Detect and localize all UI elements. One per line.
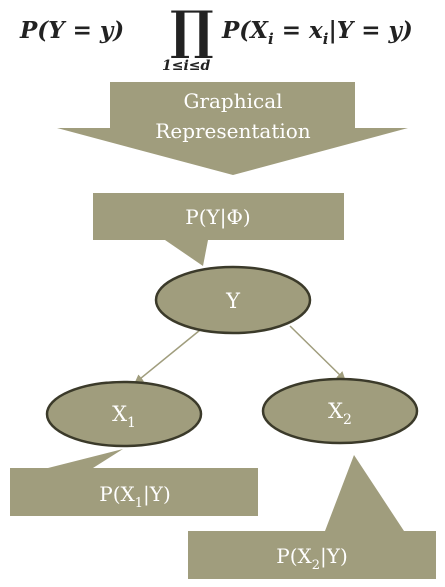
- banner-line-1: Graphical: [183, 89, 282, 113]
- formula-sub-i-2: i: [323, 30, 329, 48]
- joint-probability-formula: P(Y = y) ∏ 1≤i≤d P(Xi = xi|Y = y): [19, 0, 413, 74]
- formula-right: P(Xi = xi|Y = y): [221, 17, 413, 48]
- node-x1-main: X: [112, 402, 127, 426]
- x2-callout-text: P(X2|Y): [276, 544, 348, 573]
- graphical-representation-arrow: [57, 82, 408, 175]
- node-x2-label: X2: [328, 399, 352, 428]
- formula-right-mid: = x: [274, 17, 323, 44]
- formula-left: P(Y = y): [19, 17, 124, 44]
- x1-callout-text: P(X1|Y): [99, 482, 171, 511]
- x2-callout-pre: P(X: [276, 544, 312, 568]
- x1-callout-pre: P(X: [99, 482, 135, 506]
- banner-line-2: Representation: [155, 119, 311, 143]
- prior-callout-text: P(Y|Φ): [185, 205, 250, 230]
- x2-callout-post: |Y): [320, 544, 348, 569]
- x2-callout: [188, 455, 436, 579]
- edge-y-x1: [134, 325, 206, 384]
- edge-y-x2: [289, 325, 346, 381]
- product-symbol: ∏: [170, 0, 214, 61]
- prior-callout: [93, 193, 344, 266]
- node-y: [154, 265, 312, 335]
- product-subscript: 1≤i≤d: [162, 58, 211, 74]
- x1-callout: [10, 449, 258, 516]
- x2-callout-sub: 2: [312, 558, 320, 573]
- node-x1-label: X1: [112, 402, 136, 431]
- formula-right-end: |Y = y): [328, 17, 412, 44]
- x1-callout-post: |Y): [143, 482, 171, 507]
- node-x1-sub: 1: [127, 415, 136, 431]
- node-x1: [45, 380, 203, 448]
- node-y-label: Y: [225, 289, 241, 313]
- node-x2-main: X: [328, 399, 343, 423]
- formula-sub-i-1: i: [268, 30, 274, 48]
- formula-right-start: P(X: [221, 17, 269, 44]
- node-x2-sub: 2: [343, 412, 352, 428]
- x1-callout-sub: 1: [135, 496, 143, 511]
- node-x2: [261, 377, 419, 445]
